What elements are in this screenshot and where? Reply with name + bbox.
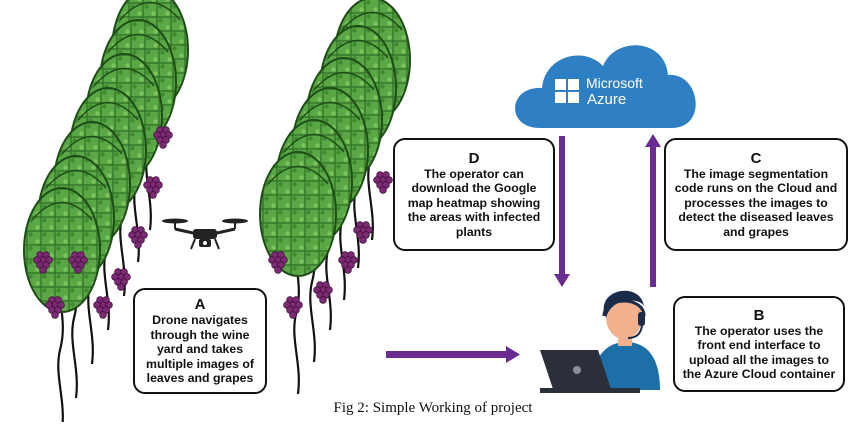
step-d-box: D The operator can download the Google m… xyxy=(393,138,555,251)
step-c-box: C The image segmentation code runs on th… xyxy=(664,138,848,251)
step-d-text: The operator can download the Google map… xyxy=(407,166,541,239)
step-d-letter: D xyxy=(468,149,480,167)
step-c-letter: C xyxy=(750,149,762,167)
drone-icon xyxy=(162,218,248,250)
arrow-icon xyxy=(645,134,661,287)
arrow-icon xyxy=(554,136,570,287)
step-b-letter: B xyxy=(753,306,765,324)
cloud-brand-label: Microsoft xyxy=(586,75,643,91)
vineyard-right-icon xyxy=(258,0,412,396)
step-a-letter: A xyxy=(194,296,206,314)
step-a-text: Drone navigates through the wine yard an… xyxy=(146,313,254,386)
operator-icon xyxy=(590,290,660,390)
step-b-box: B The operator uses the front end interf… xyxy=(673,296,845,392)
step-b-text: The operator uses the front end interfac… xyxy=(682,323,836,382)
windows-logo-icon xyxy=(555,79,579,103)
step-a-box: A Drone navigates through the wine yard … xyxy=(133,288,267,394)
laptop-icon xyxy=(540,350,640,393)
arrow-icon xyxy=(386,346,520,363)
figure-caption: Fig 2: Simple Working of project xyxy=(333,400,533,416)
flow-arrows xyxy=(386,134,661,363)
cloud-product-label: Azure xyxy=(587,91,626,108)
step-c-text: The image segmentation code runs on the … xyxy=(674,166,838,239)
cloud-icon: Microsoft Azure xyxy=(515,45,696,128)
